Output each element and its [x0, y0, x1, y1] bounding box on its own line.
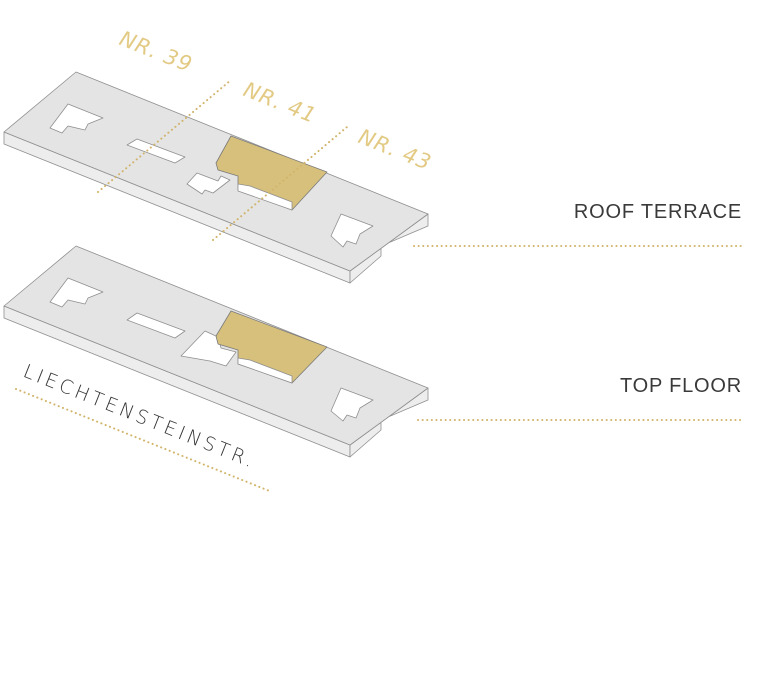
street-underline: [15, 388, 273, 493]
top-stair-opening-mid: [180, 330, 237, 367]
roof-highlight-cutout: [237, 183, 293, 211]
top-light-slot: [126, 312, 186, 339]
guide-lines: [15, 79, 743, 493]
roof-slab-top: [3, 71, 429, 272]
label-roof-terrace: ROOF TERRACE: [574, 201, 742, 223]
divider-nr41-nr43: [212, 126, 348, 241]
top-highlight-cutout: [237, 357, 293, 384]
divider-nr39-nr41: [97, 79, 232, 193]
top-stair-opening-left: [49, 277, 104, 308]
label-top-floor: TOP FLOOR: [620, 375, 742, 397]
roof-stair-opening-left: [49, 103, 104, 134]
top-floor-slab: [3, 245, 429, 458]
top-stair-opening-right: [330, 387, 374, 422]
label-nr-39: NR. 39: [116, 26, 196, 77]
label-nr-43: NR. 43: [355, 124, 435, 175]
label-nr-41: NR. 41: [240, 77, 320, 128]
roof-stair-opening-right: [330, 213, 374, 248]
roof-light-slot: [126, 138, 186, 164]
roof-stair-opening-mid: [186, 172, 231, 195]
roof-terrace-slab: [3, 71, 429, 284]
